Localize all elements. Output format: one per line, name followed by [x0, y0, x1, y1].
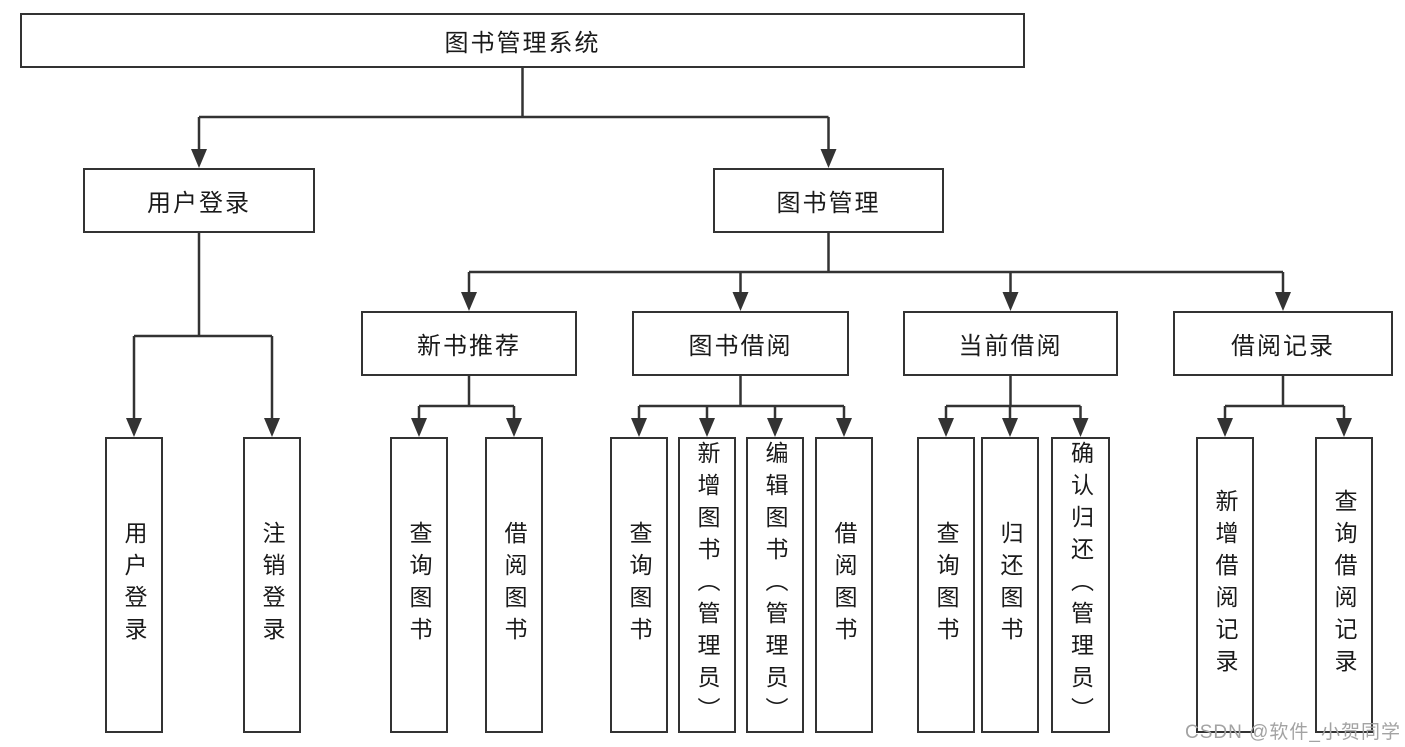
leaf-br-query-record: 查询借阅记录 [1315, 437, 1373, 733]
node-user-login: 用户登录 [83, 168, 315, 233]
leaf-bb-add-books-admin: 新增图书（管理员） [678, 437, 736, 733]
leaf-cb-query-books: 查询图书 [917, 437, 975, 733]
node-new-book-recommend: 新书推荐 [361, 311, 577, 376]
leaf-nb-borrow-books: 借阅图书 [485, 437, 543, 733]
node-current-borrowing: 当前借阅 [903, 311, 1118, 376]
leaf-bb-query-books: 查询图书 [610, 437, 668, 733]
leaf-user-login: 用户登录 [105, 437, 163, 733]
node-book-borrowing: 图书借阅 [632, 311, 849, 376]
node-library-system: 图书管理系统 [20, 13, 1025, 68]
node-borrow-records: 借阅记录 [1173, 311, 1393, 376]
leaf-logout: 注销登录 [243, 437, 301, 733]
node-book-management: 图书管理 [713, 168, 944, 233]
leaf-bb-edit-books-admin: 编辑图书（管理员） [746, 437, 804, 733]
leaf-bb-borrow-books: 借阅图书 [815, 437, 873, 733]
leaf-cb-confirm-return-admin: 确认归还（管理员） [1051, 437, 1110, 733]
watermark: CSDN @软件_小贺同学 [1185, 722, 1401, 743]
leaf-nb-query-books: 查询图书 [390, 437, 448, 733]
leaf-br-add-record: 新增借阅记录 [1196, 437, 1254, 733]
leaf-cb-return-books: 归还图书 [981, 437, 1039, 733]
